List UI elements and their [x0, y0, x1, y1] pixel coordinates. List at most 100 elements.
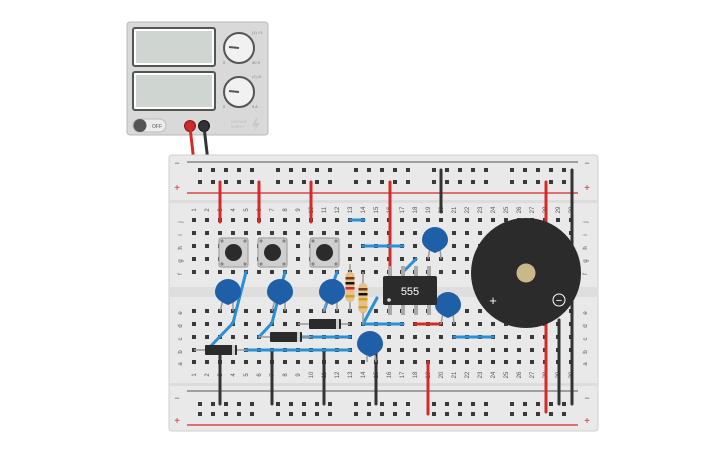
wire-blue[interactable] [257, 321, 274, 339]
capacitor-1[interactable] [215, 279, 241, 312]
power-supply[interactable]: 0 30 V 0 5 A (1) V1 (2) I0 OFF VOLTAGE S… [126, 21, 269, 136]
push-button-3[interactable] [309, 237, 340, 268]
piezo-buzzer[interactable]: + − [471, 218, 581, 328]
breadboard-hole[interactable] [465, 231, 469, 235]
breadboard-hole[interactable] [452, 231, 456, 235]
breadboard-hole[interactable] [413, 218, 417, 222]
breadboard-hole[interactable] [276, 402, 280, 406]
breadboard-hole[interactable] [491, 218, 495, 222]
breadboard-hole[interactable] [549, 412, 553, 416]
breadboard-hole[interactable] [465, 322, 469, 326]
breadboard-hole[interactable] [432, 168, 436, 172]
breadboard-hole[interactable] [491, 360, 495, 364]
breadboard-hole[interactable] [283, 231, 287, 235]
breadboard-hole[interactable] [361, 257, 365, 261]
breadboard-hole[interactable] [465, 348, 469, 352]
breadboard-hole[interactable] [471, 180, 475, 184]
breadboard-hole[interactable] [354, 168, 358, 172]
breadboard-hole[interactable] [406, 402, 410, 406]
breadboard-hole[interactable] [387, 360, 391, 364]
breadboard-hole[interactable] [517, 335, 521, 339]
breadboard-hole[interactable] [504, 348, 508, 352]
breadboard-hole[interactable] [478, 322, 482, 326]
breadboard-hole[interactable] [406, 168, 410, 172]
breadboard-hole[interactable] [478, 218, 482, 222]
breadboard-hole[interactable] [309, 309, 313, 313]
breadboard-hole[interactable] [374, 218, 378, 222]
breadboard-hole[interactable] [250, 180, 254, 184]
breadboard-hole[interactable] [289, 402, 293, 406]
breadboard-hole[interactable] [192, 360, 196, 364]
breadboard-hole[interactable] [367, 402, 371, 406]
breadboard-hole[interactable] [244, 335, 248, 339]
breadboard-hole[interactable] [458, 168, 462, 172]
push-button-cap[interactable] [316, 244, 333, 261]
breadboard-hole[interactable] [374, 309, 378, 313]
capacitor-5[interactable] [435, 292, 461, 325]
push-button-cap[interactable] [225, 244, 242, 261]
breadboard-hole[interactable] [224, 412, 228, 416]
breadboard-hole[interactable] [517, 360, 521, 364]
breadboard-hole[interactable] [361, 231, 365, 235]
breadboard-hole[interactable] [309, 231, 313, 235]
breadboard-hole[interactable] [211, 402, 215, 406]
capacitor-6[interactable] [357, 331, 383, 363]
breadboard-hole[interactable] [328, 402, 332, 406]
breadboard-hole[interactable] [218, 270, 222, 274]
push-button-1[interactable] [218, 237, 249, 268]
breadboard-hole[interactable] [484, 402, 488, 406]
breadboard-hole[interactable] [205, 322, 209, 326]
breadboard-hole[interactable] [257, 322, 261, 326]
breadboard-hole[interactable] [354, 412, 358, 416]
breadboard-hole[interactable] [387, 348, 391, 352]
breadboard-hole[interactable] [439, 218, 443, 222]
breadboard-hole[interactable] [224, 168, 228, 172]
breadboard-hole[interactable] [237, 168, 241, 172]
breadboard-hole[interactable] [471, 412, 475, 416]
breadboard-hole[interactable] [335, 231, 339, 235]
breadboard-hole[interactable] [244, 322, 248, 326]
breadboard-hole[interactable] [296, 244, 300, 248]
breadboard-hole[interactable] [289, 412, 293, 416]
breadboard-hole[interactable] [218, 231, 222, 235]
breadboard-hole[interactable] [452, 360, 456, 364]
breadboard-hole[interactable] [335, 360, 339, 364]
breadboard-hole[interactable] [302, 180, 306, 184]
breadboard-hole[interactable] [296, 270, 300, 274]
breadboard-hole[interactable] [510, 180, 514, 184]
breadboard-hole[interactable] [393, 402, 397, 406]
breadboard-hole[interactable] [491, 322, 495, 326]
breadboard-hole[interactable] [484, 412, 488, 416]
breadboard-hole[interactable] [432, 180, 436, 184]
breadboard-hole[interactable] [283, 322, 287, 326]
breadboard-hole[interactable] [315, 180, 319, 184]
capacitor-4[interactable] [422, 227, 448, 260]
breadboard-hole[interactable] [231, 218, 235, 222]
breadboard-hole[interactable] [270, 218, 274, 222]
breadboard-hole[interactable] [504, 335, 508, 339]
breadboard-hole[interactable] [549, 402, 553, 406]
breadboard-hole[interactable] [445, 180, 449, 184]
breadboard-hole[interactable] [328, 412, 332, 416]
push-button-cap[interactable] [264, 244, 281, 261]
breadboard-hole[interactable] [484, 168, 488, 172]
breadboard-hole[interactable] [536, 402, 540, 406]
breadboard-hole[interactable] [452, 218, 456, 222]
breadboard-hole[interactable] [510, 402, 514, 406]
breadboard-hole[interactable] [328, 180, 332, 184]
breadboard-hole[interactable] [309, 360, 313, 364]
breadboard-hole[interactable] [231, 270, 235, 274]
wire-blue[interactable] [361, 296, 379, 326]
wire-blue[interactable] [401, 257, 418, 274]
breadboard-hole[interactable] [374, 270, 378, 274]
breadboard-hole[interactable] [244, 309, 248, 313]
wire-blue[interactable] [231, 270, 248, 325]
breadboard-hole[interactable] [302, 168, 306, 172]
breadboard-hole[interactable] [387, 335, 391, 339]
breadboard-hole[interactable] [205, 244, 209, 248]
breadboard-hole[interactable] [367, 180, 371, 184]
breadboard-hole[interactable] [257, 309, 261, 313]
breadboard-hole[interactable] [400, 231, 404, 235]
breadboard-hole[interactable] [205, 309, 209, 313]
breadboard-hole[interactable] [296, 218, 300, 222]
